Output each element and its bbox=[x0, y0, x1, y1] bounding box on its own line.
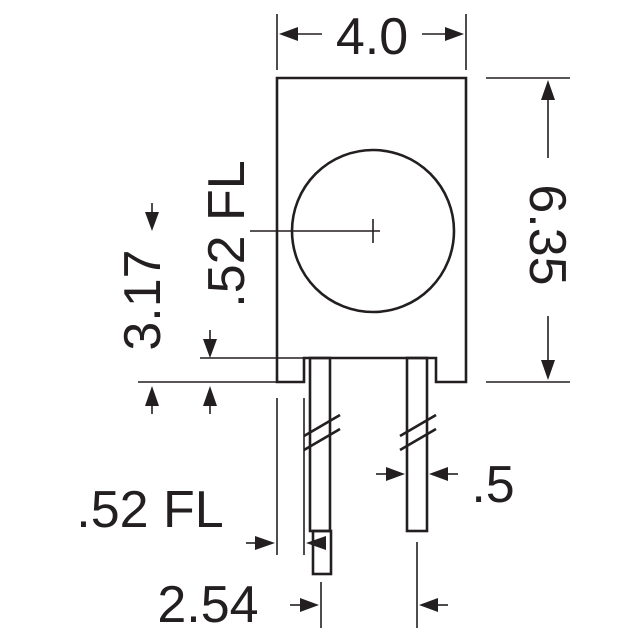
lead-flange-dimension: .52 FL bbox=[76, 398, 326, 555]
lead-left bbox=[303, 356, 341, 533]
lead-width-label: .5 bbox=[471, 456, 514, 514]
width-dimension: 4.0 bbox=[276, 8, 467, 70]
lead-flange-label: .52 FL bbox=[76, 481, 223, 539]
width-label: 4.0 bbox=[336, 8, 408, 66]
led-body bbox=[275, 76, 468, 384]
lead-right bbox=[399, 356, 437, 533]
lens-flange-label: .52 FL bbox=[198, 160, 256, 307]
lead-width-dimension: .5 bbox=[376, 456, 515, 514]
lens-flange-dimension: .52 FL bbox=[198, 160, 304, 414]
lead-spacing-dimension: 2.54 bbox=[157, 542, 448, 634]
lead-spacing-label: 2.54 bbox=[157, 576, 258, 634]
lens-height-dimension: 3.17 bbox=[114, 203, 277, 414]
height-dimension: 6.35 bbox=[486, 77, 576, 383]
lead-left-lower-segment bbox=[311, 529, 333, 576]
lens-center-mark bbox=[250, 219, 380, 243]
lens-height-label: 3.17 bbox=[114, 249, 172, 350]
height-label: 6.35 bbox=[518, 184, 576, 285]
